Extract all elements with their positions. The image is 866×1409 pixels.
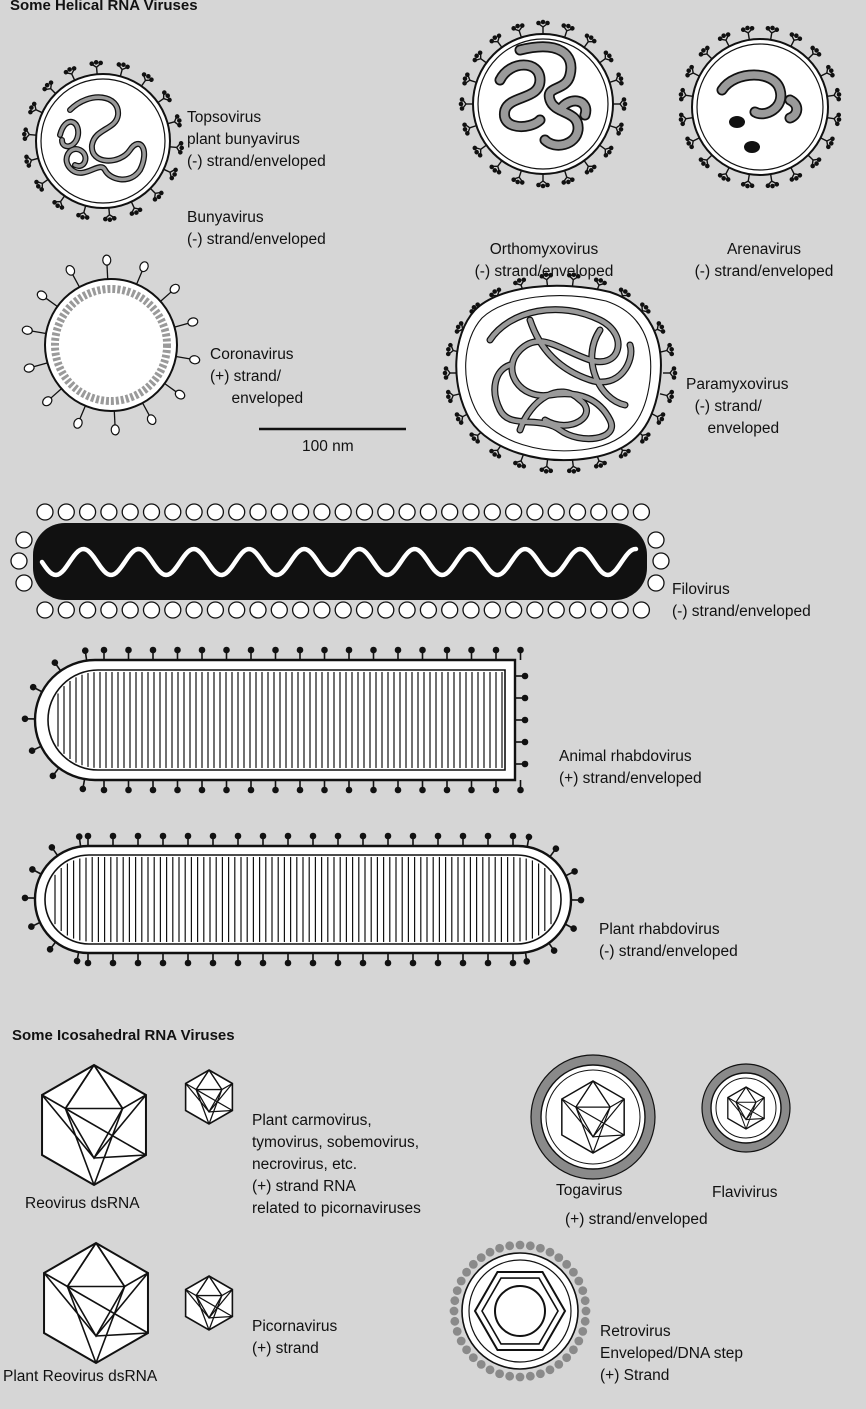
coronavirus-label: Coronavirus(+) strand/ enveloped bbox=[210, 300, 303, 432]
reovirus-icosahedron bbox=[42, 1065, 146, 1185]
reovirus-label: Reovirus dsRNA bbox=[25, 1193, 140, 1215]
flavivirus-particle bbox=[702, 1064, 790, 1152]
togavirus-particle bbox=[531, 1055, 655, 1179]
plant-carmovirus-label: Plant carmovirus,tymovirus, sobemovirus,… bbox=[252, 1066, 421, 1242]
helical-section-title: Some Helical RNA Viruses bbox=[10, 0, 198, 14]
plant-rhabdovirus-particle bbox=[22, 833, 585, 967]
bunyavirus-particle bbox=[21, 59, 184, 222]
plant-rhabdovirus-label: Plant rhabdovirus(-) strand/enveloped bbox=[599, 875, 738, 985]
picornavirus-icosahedron bbox=[186, 1276, 233, 1330]
coronavirus-particle bbox=[22, 255, 201, 435]
plant-carmovirus-icosahedron bbox=[186, 1070, 233, 1124]
icosahedral-section-title: Some Icosahedral RNA Viruses bbox=[12, 1027, 235, 1044]
toga-flavi-description: (+) strand/enveloped bbox=[565, 1209, 708, 1231]
picornavirus-label: Picornavirus(+) strand bbox=[252, 1272, 337, 1382]
filovirus-particle bbox=[11, 504, 669, 618]
orthomyxovirus-label: Orthomyxovirus(-) strand/enveloped bbox=[464, 195, 624, 305]
togavirus-label: Togavirus bbox=[556, 1180, 622, 1202]
bunyavirus-label: Bunyavirus(-) strand/enveloped bbox=[187, 163, 326, 273]
plant-reovirus-icosahedron bbox=[44, 1243, 148, 1363]
plant-reovirus-label: Plant Reovirus dsRNA bbox=[3, 1366, 157, 1388]
retrovirus-particle bbox=[450, 1241, 591, 1382]
paramyxovirus-label: Paramyxovirus (-) strand/ enveloped bbox=[686, 330, 789, 462]
arenavirus-label: Arenavirus(-) strand/enveloped bbox=[681, 195, 847, 305]
flavivirus-label: Flavivirus bbox=[712, 1182, 777, 1204]
arenavirus-particle bbox=[678, 25, 843, 190]
filovirus-label: Filovirus(-) strand/enveloped bbox=[672, 535, 811, 645]
orthomyxovirus-particle bbox=[459, 20, 628, 189]
animal-rhabdovirus-label: Animal rhabdovirus(+) strand/enveloped bbox=[559, 702, 702, 812]
scale-bar-label: 100 nm bbox=[302, 436, 354, 458]
animal-rhabdovirus-particle bbox=[22, 647, 529, 794]
